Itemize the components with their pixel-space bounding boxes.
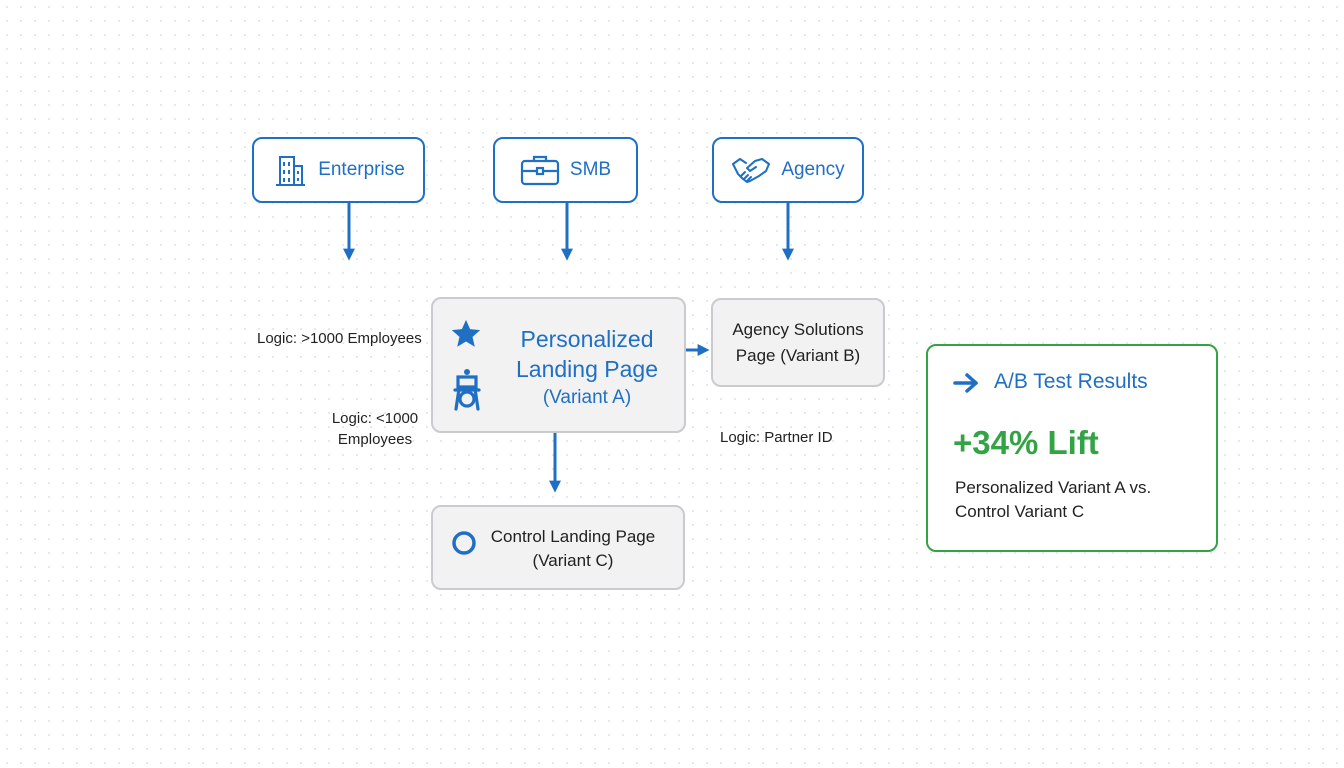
- segment-agency-label: Agency: [781, 159, 845, 180]
- variant-a-title-line1: Personalized: [520, 326, 654, 352]
- logic-smb-line1: Logic: <1000: [331, 410, 419, 427]
- variant-c-title-line2: (Variant C): [532, 551, 614, 570]
- logic-smb-label: Logic: <1000 Employees: [330, 408, 420, 450]
- logic-agency-label: Logic: Partner ID: [720, 429, 833, 446]
- variant-b-title-line2: Page (Variant B): [735, 345, 861, 365]
- segment-enterprise-label: Enterprise: [318, 159, 405, 180]
- variant-a-subtitle: (Variant A): [542, 387, 632, 408]
- variant-a-title-line2: Landing Page: [516, 356, 658, 382]
- segment-smb-label: SMB: [569, 159, 612, 180]
- ab-test-results-card: A/B Test Results +34% Lift Personalized …: [926, 344, 1218, 552]
- segment-agency[interactable]: Agency: [712, 137, 864, 203]
- results-lift: +34% Lift: [953, 424, 1099, 461]
- results-title: A/B Test Results: [994, 370, 1148, 393]
- briefcase-icon: [520, 153, 560, 187]
- arrow-right-icon: [952, 372, 980, 399]
- segment-enterprise[interactable]: Enterprise: [252, 137, 425, 203]
- variant-b-node[interactable]: Agency Solutions Page (Variant B): [711, 298, 885, 387]
- variant-b-title-line1: Agency Solutions: [732, 319, 864, 339]
- results-desc-line2: Control Variant C: [955, 502, 1085, 521]
- personalization-icon: [450, 367, 484, 418]
- logic-enterprise-label: Logic: >1000 Employees: [257, 330, 422, 347]
- handshake-icon: [731, 154, 771, 186]
- results-desc-line1: Personalized Variant A vs.: [955, 478, 1152, 497]
- logic-smb-line2: Employees: [337, 431, 413, 448]
- segment-smb[interactable]: SMB: [493, 137, 638, 203]
- variant-a-node[interactable]: Personalized Landing Page (Variant A): [431, 297, 686, 433]
- variant-c-title-line1: Control Landing Page: [490, 527, 656, 546]
- star-icon: [449, 317, 483, 356]
- circle-icon: [451, 530, 477, 561]
- building-icon: [272, 152, 308, 188]
- variant-c-node[interactable]: Control Landing Page (Variant C): [431, 505, 685, 590]
